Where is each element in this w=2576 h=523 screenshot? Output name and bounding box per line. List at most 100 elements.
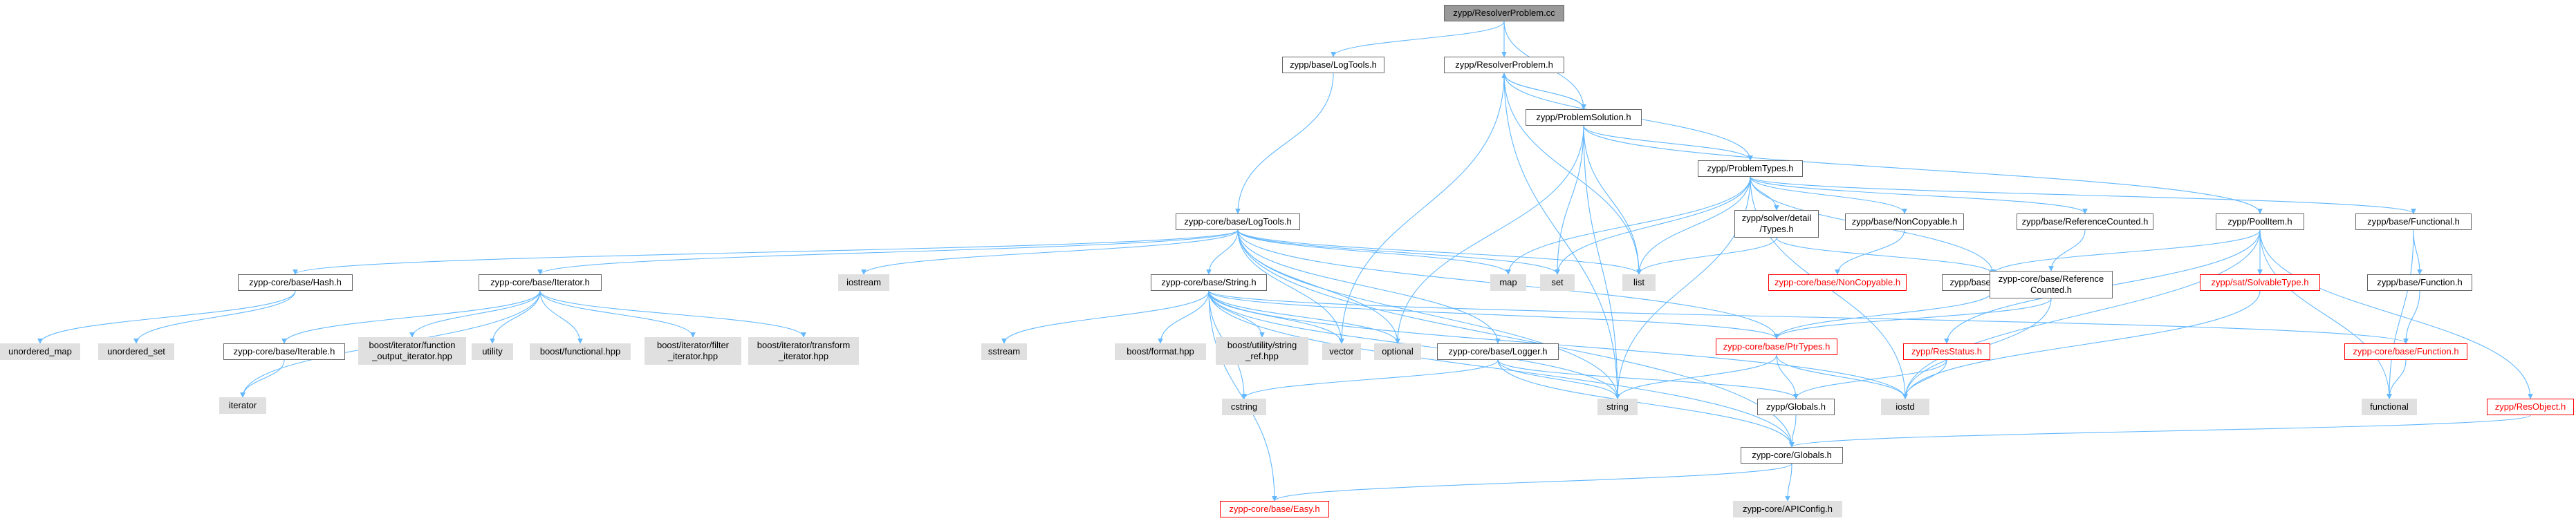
edge-ResStatus_h-to-Globals_h [1793, 359, 1947, 399]
edge-ProblemSolution_h-to-ProblemTypes_h [1583, 125, 1753, 161]
node-unordered-set: unordered_set [98, 343, 174, 360]
node-utility: utility [472, 343, 513, 360]
node-label: boost/iterator/filter _iterator.hpp [656, 340, 730, 361]
edge-core_Logger_h-to-Globals_h [1497, 359, 1799, 399]
node-core-referencecounted-h[interactable]: zypp-core/base/Reference Counted.h [1990, 271, 2113, 298]
node-core-iterable-h[interactable]: zypp-core/base/Iterable.h [223, 343, 345, 360]
node-label: zypp-core/base/Iterator.h [490, 277, 590, 287]
node-label: zypp/ResolverProblem.cc [1453, 8, 1555, 18]
edge-core_String_h-to-boost_format_hpp [1158, 290, 1210, 344]
edge-core_String_h-to-sstream [1001, 290, 1210, 344]
edge-core_Iterator_h-to-utility [490, 290, 541, 344]
node-sat-solvabletype-h[interactable]: zypp/sat/SolvableType.h [2200, 274, 2320, 291]
node-boost-format-hpp: boost/format.hpp [1115, 343, 1206, 360]
node-label: zypp-core/APIConfig.h [1742, 504, 1833, 514]
node-label: zypp-core/base/Easy.h [1229, 504, 1320, 514]
node-core-string-h[interactable]: zypp-core/base/String.h [1151, 274, 1267, 291]
node-label: zypp/ResolverProblem.h [1455, 59, 1553, 70]
edge-core_Globals_h-to-core_APIConfig_h [1785, 463, 1792, 502]
edge-base_ReferenceCounted_h-to-core_ReferenceCounted_h [2048, 229, 2086, 272]
node-base-noncopyable-h[interactable]: zypp/base/NonCopyable.h [1845, 213, 1964, 230]
node-resstatus-h[interactable]: zypp/ResStatus.h [1903, 343, 1990, 360]
node-solver-types-h[interactable]: zypp/solver/detail /Types.h [1734, 210, 1819, 238]
node-label: boost/iterator/function _output_iterator… [369, 340, 456, 361]
node-label: functional [2370, 401, 2409, 412]
node-label: vector [1329, 346, 1354, 356]
edge-core_ReferenceCounted_h-to-core_PtrTypes_h [1774, 298, 2052, 339]
node-problemtypes-h[interactable]: zypp/ProblemTypes.h [1698, 160, 1803, 177]
edge-solver_Types_h-to-list [1636, 237, 1777, 275]
node-resolverproblem-h[interactable]: zypp/ResolverProblem.h [1444, 57, 1564, 73]
edge-core_PtrTypes_h-to-cstdint [1776, 354, 1908, 399]
node-label: boost/format.hpp [1127, 346, 1194, 356]
node-core-logtools-h[interactable]: zypp-core/base/LogTools.h [1176, 213, 1300, 230]
edge-core_LogTools_h-to-core_Hash_h [293, 229, 1239, 275]
node-resobject-h[interactable]: zypp/ResObject.h [2487, 399, 2574, 415]
edge-core_Iterator_h-to-boost_iter_transform [539, 290, 806, 338]
node-core-noncopyable-h[interactable]: zypp-core/base/NonCopyable.h [1768, 274, 1907, 291]
edge-PoolItem_h-to-base_PtrTypes_h [1990, 229, 2261, 275]
node-poolitem-h[interactable]: zypp/PoolItem.h [2216, 213, 2304, 230]
node-iterator: iterator [219, 397, 266, 414]
node-label: zypp-core/base/Function.h [2353, 346, 2459, 356]
node-iostream: iostream [838, 274, 889, 291]
edge-base_Functional_h-to-functional [2387, 229, 2414, 399]
node-core-hash-h[interactable]: zypp-core/base/Hash.h [238, 274, 353, 291]
node-label: zypp/ProblemSolution.h [1536, 112, 1631, 122]
edge-ProblemTypes_h-to-list [1636, 176, 1751, 275]
node-core-logger-h[interactable]: zypp-core/base/Logger.h [1437, 343, 1559, 360]
node-label: zypp/ResObject.h [2494, 401, 2566, 412]
edge-core_Function_h-to-functional [2387, 359, 2407, 399]
node-set: set [1540, 274, 1575, 291]
node-globals-h[interactable]: zypp/Globals.h [1757, 399, 1835, 415]
edge-core_PtrTypes_h-to-string [1615, 354, 1777, 399]
edge-PoolItem_h-to-cstdint [1902, 229, 2261, 399]
node-base-function-h[interactable]: zypp/base/Function.h [2367, 274, 2472, 291]
edge-ProblemTypes_h-to-base_ReferenceCounted_h [1750, 176, 2088, 214]
edge-sat_SolvableType_h-to-cstdint [1902, 290, 2261, 399]
node-core-apiconfig-h: zypp-core/APIConfig.h [1733, 501, 1842, 517]
node-string: string [1597, 399, 1638, 415]
node-core-function-h[interactable]: zypp-core/base/Function.h [2344, 343, 2467, 360]
edge-core_LogTools_h-to-set [1237, 229, 1560, 275]
node-base-logtools-h[interactable]: zypp/base/LogTools.h [1282, 57, 1384, 73]
node-label: zypp-core/base/Iterable.h [233, 346, 335, 356]
node-optional: optional [1374, 343, 1421, 360]
node-label: map [1499, 277, 1517, 287]
node-label: zypp-core/base/LogTools.h [1184, 216, 1292, 227]
node-label: unordered_set [107, 346, 165, 356]
edge-core_Iterator_h-to-core_Iterable_h [281, 290, 541, 344]
node-boost-string-ref: boost/utility/string _ref.hpp [1216, 337, 1308, 365]
node-label: string [1606, 401, 1629, 412]
node-label: boost/iterator/transform _iterator.hpp [757, 340, 851, 361]
node-label: list [1633, 277, 1644, 287]
node-label: zypp/PoolItem.h [2227, 216, 2292, 227]
edge-ResObject_h-to-core_Globals_h [1789, 415, 2531, 448]
node-cstdint: iostd [1881, 399, 1929, 415]
node-core-iterator-h[interactable]: zypp-core/base/Iterator.h [479, 274, 602, 291]
node-base-functional-h[interactable]: zypp/base/Functional.h [2355, 213, 2472, 230]
edge-PoolItem_h-to-functional [2259, 229, 2392, 399]
edge-core_LogTools_h-to-list [1237, 229, 1642, 275]
edge-ProblemSolution_h-to-PoolItem_h [1583, 125, 2263, 214]
edge-ProblemSolution_h-to-list [1583, 125, 1642, 275]
edge-core_Iterator_h-to-boost_iter_filter [539, 290, 696, 338]
edge-ResolverProblem_cc-to-base_LogTools_h [1331, 21, 1505, 57]
node-core-easy-h[interactable]: zypp-core/base/Easy.h [1220, 501, 1329, 517]
node-label: iostream [846, 277, 881, 287]
node-label: zypp/ResStatus.h [1911, 346, 1982, 356]
edge-core_Logger_h-to-core_Globals_h [1497, 359, 1795, 448]
edge-ProblemTypes_h-to-base_Functional_h [1750, 176, 2416, 214]
node-problemsolution-h[interactable]: zypp/ProblemSolution.h [1526, 109, 1642, 126]
node-core-ptrtypes-h[interactable]: zypp-core/base/PtrTypes.h [1716, 339, 1837, 355]
edge-core_Globals_h-to-core_Easy_h [1272, 463, 1792, 502]
node-label: zypp/solver/detail /Types.h [1741, 213, 1812, 234]
edge-core_String_h-to-core_Globals_h [1208, 290, 1795, 448]
edge-ProblemTypes_h-to-set [1555, 176, 1751, 275]
node-list: list [1622, 274, 1656, 291]
node-base-referencecounted-h[interactable]: zypp/base/ReferenceCounted.h [2017, 213, 2153, 230]
edge-PoolItem_h-to-ResObject_h [2259, 229, 2533, 399]
node-core-globals-h[interactable]: zypp-core/Globals.h [1741, 447, 1843, 464]
edge-base_LogTools_h-to-core_LogTools_h [1235, 73, 1334, 214]
